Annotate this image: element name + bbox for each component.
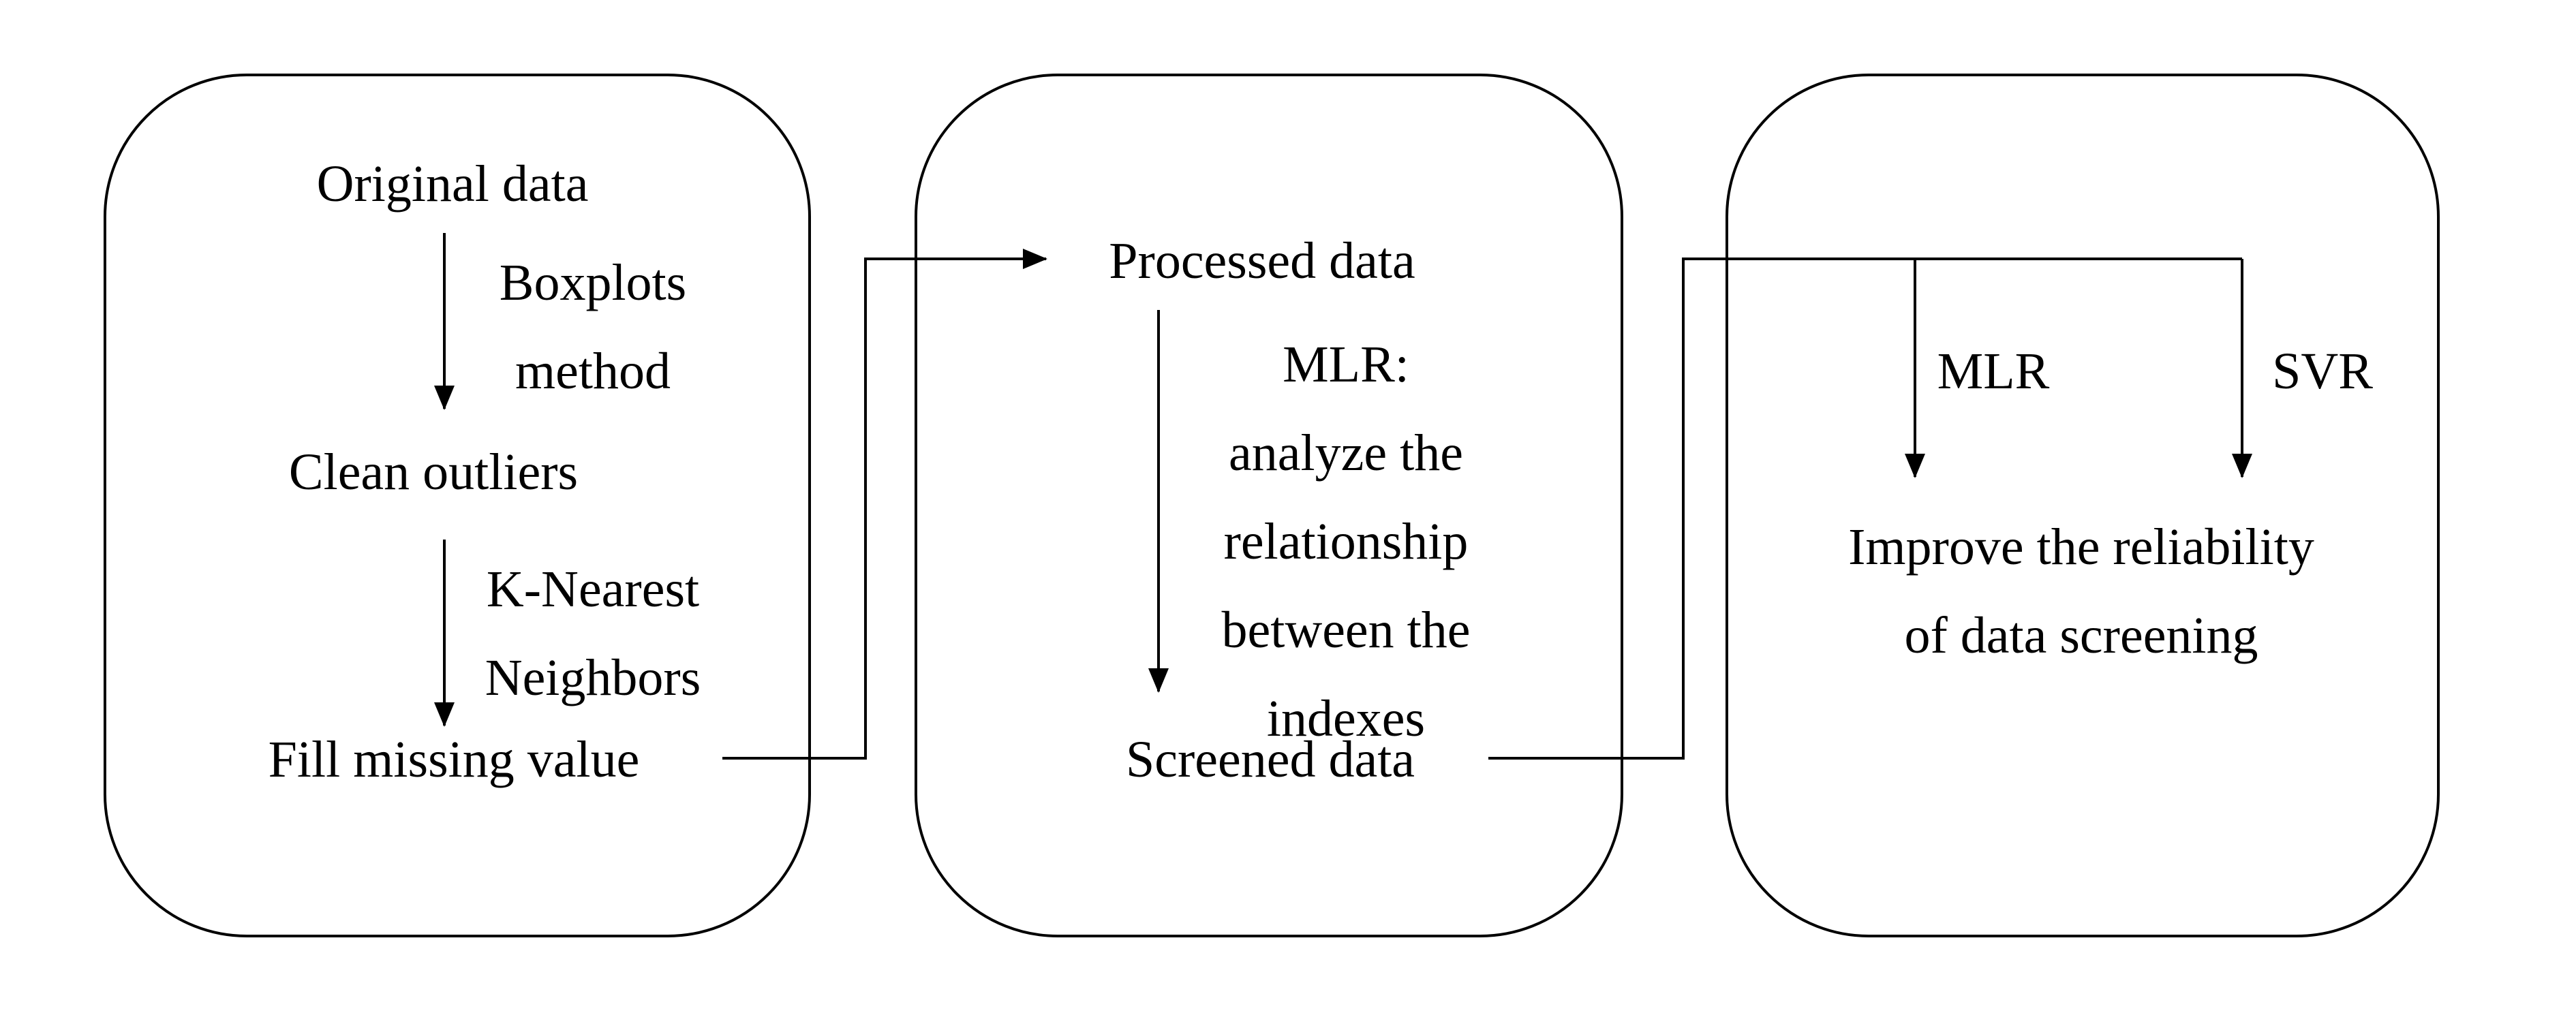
edge-label-method-line: method xyxy=(515,343,671,400)
edge-label-svr: SVR xyxy=(2272,343,2373,400)
edge-label-mlr-line1: MLR: xyxy=(1283,336,1409,393)
node-processed-data: Processed data xyxy=(1109,232,1415,290)
node-improve-line2: of data screening xyxy=(1904,607,2258,664)
edge-label-mlr-line5: indexes xyxy=(1266,690,1426,747)
edge-label-mlr-line4: between the xyxy=(1221,602,1471,659)
edge-label-knn-line2: Neighbors xyxy=(485,649,701,706)
node-fill-missing-value: Fill missing value xyxy=(268,731,640,788)
edge-label-boxplots-method: Boxplots method xyxy=(500,238,687,416)
edge-label-mlr-analyze: MLR: analyze the relationship between th… xyxy=(1169,320,1523,763)
edge-label-mlr: MLR xyxy=(1937,343,2050,400)
edge-label-knn: K-Nearest Neighbors xyxy=(485,545,701,722)
panel-preprocessing xyxy=(104,74,811,937)
node-original-data: Original data xyxy=(316,155,589,213)
arrow-fill-to-processed xyxy=(722,249,1047,760)
edge-label-mlr-line3: relationship xyxy=(1223,513,1469,570)
node-screened-data: Screened data xyxy=(1125,731,1415,788)
panel-screening xyxy=(915,74,1623,937)
edge-label-boxplots-line: Boxplots xyxy=(499,254,687,311)
node-clean-outliers: Clean outliers xyxy=(288,443,579,501)
arrow-screened-to-branch xyxy=(1488,258,2242,760)
node-improve-reliability: Improve the reliability of data screenin… xyxy=(1775,503,2388,680)
node-improve-line1: Improve the reliability xyxy=(1848,518,2314,576)
edge-label-knn-line1: K-Nearest xyxy=(486,561,700,618)
edge-label-mlr-line2: analyze the xyxy=(1229,424,1463,482)
panel-reliability xyxy=(1726,74,2440,937)
